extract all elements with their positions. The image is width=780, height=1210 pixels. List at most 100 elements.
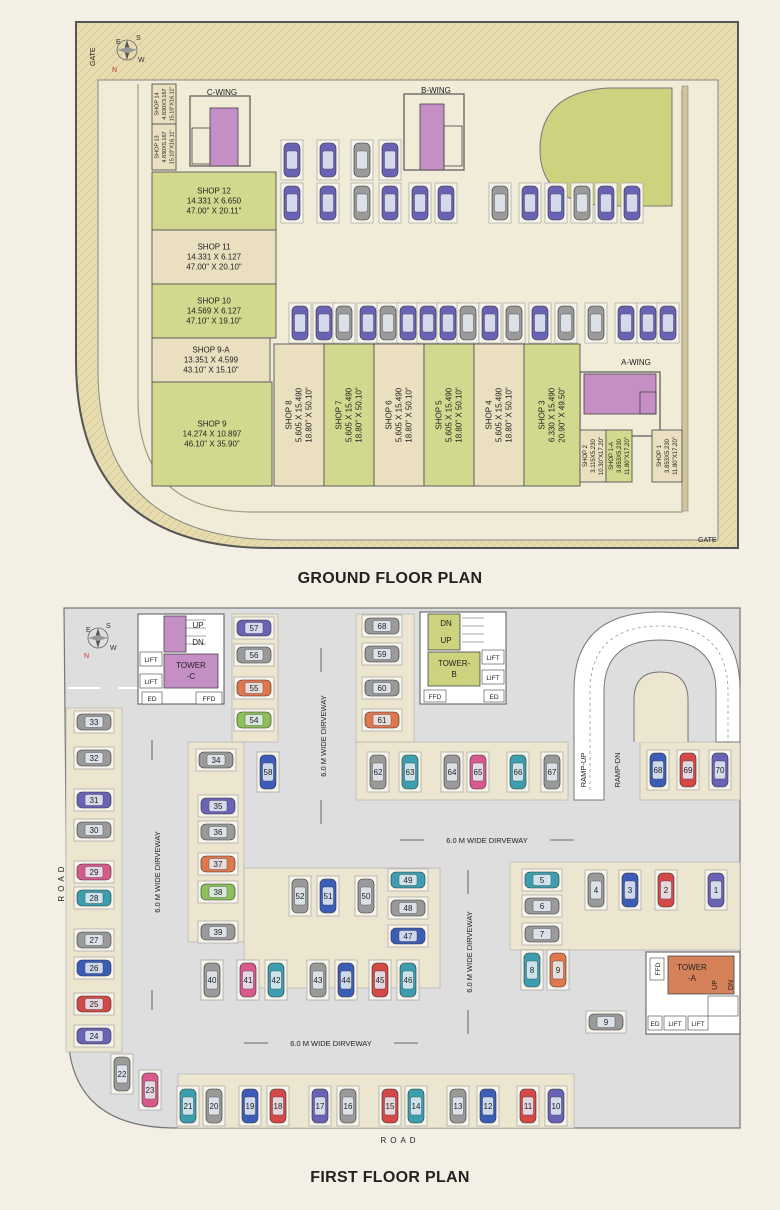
shop-label-line: SHOP 14: [154, 92, 160, 115]
parking-number: 9: [604, 1018, 609, 1027]
car-roof: [182, 1096, 194, 1116]
car-roof: [318, 313, 330, 333]
shop-label-line: SHOP 9-A: [192, 346, 230, 355]
tower-c-name-1: TOWER: [176, 661, 206, 670]
shop-label-line: 18.80" X 50.10": [405, 387, 414, 443]
parking-number: 59: [378, 650, 387, 659]
ground-car: [456, 302, 480, 344]
car-roof: [660, 880, 672, 900]
parking-number: 33: [90, 718, 99, 727]
first-floor-car: 22: [110, 1053, 134, 1095]
ground-car: [378, 139, 402, 181]
parking-number: 55: [250, 684, 259, 693]
car-roof: [272, 1096, 284, 1116]
shop-label-line: SHOP 10: [197, 297, 231, 306]
parking-number: 5: [540, 876, 545, 885]
parking-number: 15: [386, 1102, 395, 1111]
ground-car: [436, 302, 460, 344]
ground-car: [396, 302, 420, 344]
first-floor-car: 16: [336, 1085, 360, 1127]
car-roof: [404, 762, 416, 782]
shop-label-line: 47.00" X 20.10": [186, 263, 242, 272]
parking-number: 68: [378, 622, 387, 631]
car-roof: [398, 874, 418, 886]
shop-label-line: 11.80"X17.20": [625, 437, 631, 475]
first-floor-car: 52: [288, 875, 312, 917]
road-left-label: ROAD: [57, 862, 66, 901]
shop-label-line: 5.605 X 15.490: [445, 387, 454, 442]
parking-number: 11: [524, 1102, 533, 1111]
ground-car: [280, 139, 304, 181]
car-roof: [532, 900, 552, 912]
first-floor-car: 32: [73, 746, 115, 770]
tower-c-block: [137, 613, 225, 705]
parking-number: 56: [250, 651, 259, 660]
first-floor-car: 70: [708, 749, 732, 791]
shop-outline: [273, 343, 325, 487]
first-floor-car: 26: [73, 956, 115, 980]
car-roof: [208, 858, 228, 870]
first-floor-car: 15: [378, 1085, 402, 1127]
first-floor-car: 36: [197, 820, 239, 844]
parking-number: 43: [314, 976, 323, 985]
c-wing-label: C-WING: [207, 88, 237, 97]
car-roof: [372, 648, 392, 660]
shop-label-line: SHOP 5: [435, 400, 444, 430]
ground-car: [478, 302, 502, 344]
car-roof: [244, 682, 264, 694]
car-roof: [84, 962, 104, 974]
parking-number: 3: [628, 886, 633, 895]
parking-number: 14: [412, 1102, 421, 1111]
car-roof: [372, 682, 392, 694]
tower-a-up: UP: [712, 980, 719, 990]
first-floor-car: 20: [202, 1085, 226, 1127]
shop-outline: [473, 343, 525, 487]
parking-number: 58: [264, 768, 273, 777]
parking-number: 13: [454, 1102, 463, 1111]
first-floor-car: 40: [200, 959, 224, 1001]
first-floor-car: 19: [238, 1085, 262, 1127]
car-roof: [84, 892, 104, 904]
ground-car: [584, 302, 608, 344]
parking-number: 62: [374, 768, 383, 777]
first-floor-car: 34: [195, 748, 237, 772]
shop-outline: [151, 123, 177, 171]
ground-car: [416, 302, 440, 344]
car-roof: [422, 313, 434, 333]
car-roof: [462, 313, 474, 333]
shop-outline: [423, 343, 475, 487]
parking-number: 16: [344, 1102, 353, 1111]
parking-number: 8: [530, 966, 535, 975]
first-floor-car: 5: [521, 868, 563, 892]
ramp-dn-label: RAMP-DN: [613, 753, 622, 788]
ground-gate-top-label: GATE: [90, 47, 97, 66]
ground-car: [356, 302, 380, 344]
ground-car: [544, 182, 568, 224]
shop-label-line: SHOP 13: [154, 135, 160, 158]
car-roof: [356, 193, 368, 213]
first-ramp: [573, 611, 741, 801]
shop-outline: [151, 229, 277, 285]
shop-label-line: SHOP 4: [485, 400, 494, 430]
ground-car: [636, 302, 660, 344]
parking-number: 63: [406, 768, 415, 777]
first-floor-car: 54: [233, 708, 275, 732]
parking-number: 68: [654, 766, 663, 775]
first-floor-car: 68: [361, 614, 403, 638]
parking-number: 61: [378, 716, 387, 725]
shop-outline: [579, 429, 607, 483]
car-roof: [116, 1064, 128, 1084]
shop-label-line: 4.830X5.167: [162, 131, 168, 162]
car-roof: [410, 1096, 422, 1116]
shop-outline: [323, 343, 375, 487]
car-roof: [244, 622, 264, 634]
ground-compass-icon: E S W N: [112, 35, 145, 74]
parking-number: 44: [342, 976, 351, 985]
car-roof: [512, 762, 524, 782]
shop-outline: [651, 429, 683, 483]
